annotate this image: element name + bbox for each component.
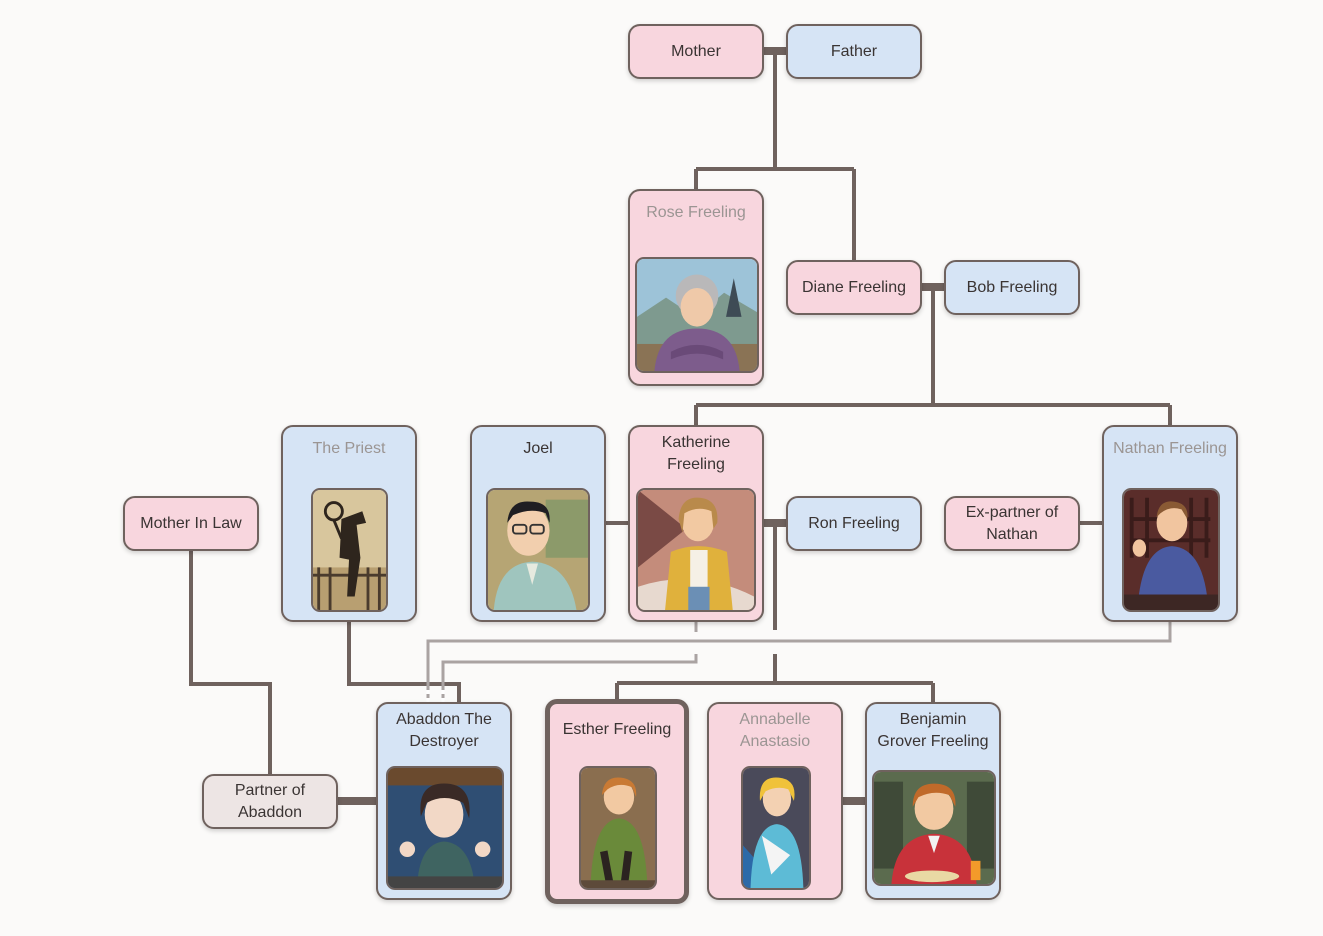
- person-the-priest[interactable]: The Priest: [281, 425, 417, 622]
- person-name: Benjamin Grover Freeling: [877, 711, 989, 750]
- person-esther-freeling[interactable]: Esther Freeling: [545, 699, 689, 904]
- person-name: Ron Freeling: [808, 514, 900, 532]
- avatar-esther: [579, 766, 657, 890]
- person-ron-freeling[interactable]: Ron Freeling: [786, 496, 922, 551]
- person-nathan-freeling[interactable]: Nathan Freeling: [1102, 425, 1238, 622]
- person-name: Bob Freeling: [966, 278, 1058, 296]
- person-benjamin-grover-freeling[interactable]: Benjamin Grover Freeling: [865, 702, 1001, 900]
- person-name: Esther Freeling: [562, 721, 672, 738]
- avatar-benjamin: [872, 770, 996, 886]
- person-joel[interactable]: Joel: [470, 425, 606, 622]
- avatar-rose: [635, 257, 759, 373]
- avatar-katherine: [636, 488, 756, 612]
- person-name: Nathan Freeling: [1113, 440, 1227, 457]
- person-name: Partner of Abaddon: [234, 781, 306, 821]
- person-name: Father: [830, 42, 878, 60]
- person-diane-freeling[interactable]: Diane Freeling: [786, 260, 922, 315]
- person-mother-in-law[interactable]: Mother In Law: [123, 496, 259, 551]
- person-name: Joel: [523, 440, 553, 457]
- person-name: Rose Freeling: [646, 204, 746, 221]
- person-name: Mother In Law: [140, 514, 242, 532]
- person-ex-partner-of-nathan[interactable]: Ex-partner of Nathan: [944, 496, 1080, 551]
- avatar-nathan: [1122, 488, 1220, 612]
- person-name: Mother: [671, 42, 721, 60]
- person-katherine-freeling[interactable]: Katherine Freeling: [628, 425, 764, 622]
- person-bob-freeling[interactable]: Bob Freeling: [944, 260, 1080, 315]
- person-name: Ex-partner of Nathan: [965, 503, 1059, 543]
- person-abaddon-the-destroyer[interactable]: Abaddon The Destroyer: [376, 702, 512, 900]
- person-name: The Priest: [312, 440, 386, 457]
- avatar-priest: [311, 488, 388, 612]
- person-name: Katherine Freeling: [661, 434, 731, 473]
- person-mother[interactable]: Mother: [628, 24, 764, 79]
- person-father[interactable]: Father: [786, 24, 922, 79]
- person-annabelle-anastasio[interactable]: Annabelle Anastasio: [707, 702, 843, 900]
- person-name: Diane Freeling: [801, 278, 907, 296]
- avatar-abaddon: [386, 766, 504, 890]
- avatar-annabelle: [741, 766, 811, 890]
- person-rose-freeling[interactable]: Rose Freeling: [628, 189, 764, 386]
- person-name: Annabelle Anastasio: [739, 711, 811, 750]
- person-name: Abaddon The Destroyer: [396, 711, 492, 750]
- avatar-joel: [486, 488, 590, 612]
- person-partner-of-abaddon[interactable]: Partner of Abaddon: [202, 774, 338, 829]
